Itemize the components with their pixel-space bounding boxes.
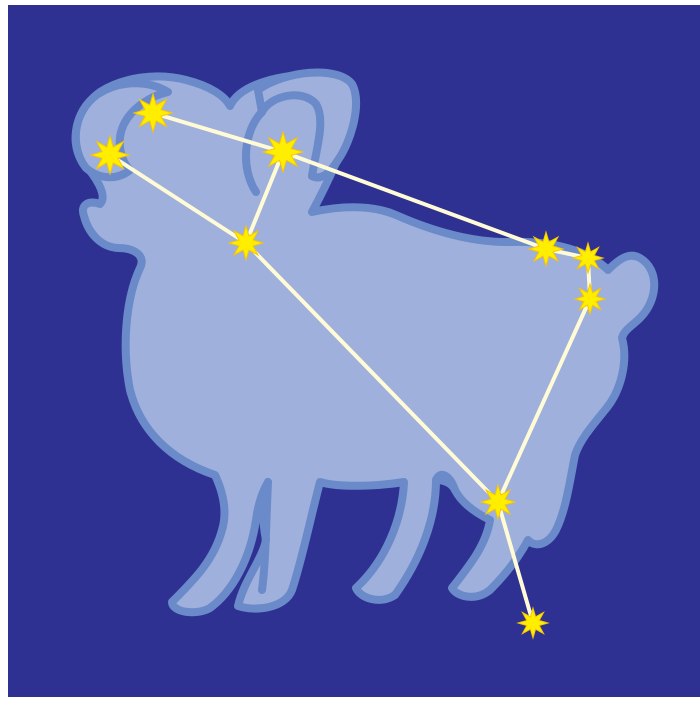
star-icon-star-9 (518, 608, 548, 638)
star-icon-star-8 (481, 485, 515, 519)
star-icon-star-3 (263, 132, 303, 172)
star-icon-star-7 (575, 284, 605, 314)
star-icon-star-4 (229, 226, 263, 260)
star-icon-star-6 (573, 243, 603, 273)
star-icon-star-5 (529, 232, 563, 266)
star-icon-star-1 (134, 94, 172, 132)
star-icon-star-2 (91, 136, 129, 174)
